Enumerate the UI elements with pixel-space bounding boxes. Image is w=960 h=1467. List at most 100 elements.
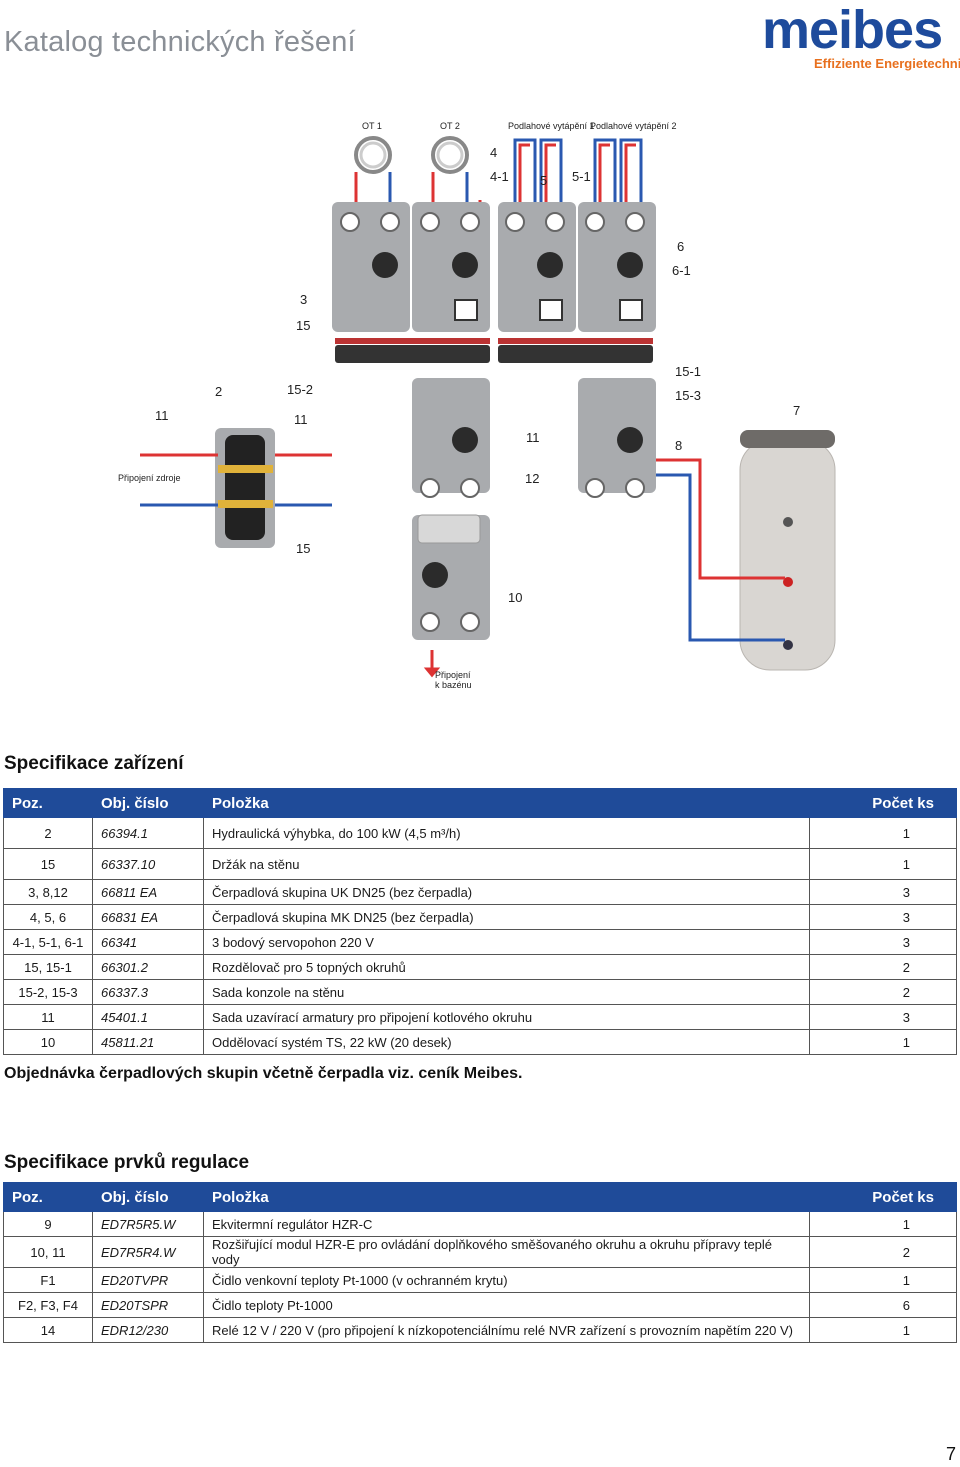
regulation-table: Poz. Obj. číslo Položka Počet ks 9 ED7R5… [3,1182,957,1343]
supply-return-pipes [354,172,482,205]
cell-count: 1 [809,817,957,849]
cell-pos: 10, 11 [3,1236,93,1268]
label-5-1: 5-1 [572,169,591,184]
label-12: 12 [525,471,539,486]
cell-item: Čidlo venkovní teploty Pt-1000 (v ochran… [203,1267,810,1293]
label-15-2: 15-2 [287,382,313,397]
tank-pipes [656,458,785,642]
column-header-item: Položka [203,788,810,818]
cell-count: 2 [809,1236,957,1268]
cell-pos: 15, 15-1 [3,954,93,980]
cell-item: 3 bodový servopohon 220 V [203,929,810,955]
water-storage-tank [739,430,836,671]
label-source-connection: Připojení zdroje [118,473,181,483]
cell-item: Hydraulická výhybka, do 100 kW (4,5 m³/h… [203,817,810,849]
cell-pos: 11 [3,1004,93,1030]
page-number: 7 [945,1444,956,1464]
cell-obj: 66337.3 [92,979,204,1005]
cell-pos: 4, 5, 6 [3,904,93,930]
table-row: F2, F3, F4 ED20TSPR Čidlo teploty Pt-100… [3,1292,957,1318]
cell-obj: 66341 [92,929,204,955]
cell-count: 1 [809,1029,957,1055]
column-header-pos: Poz. [3,1182,93,1212]
regulation-table-header: Poz. Obj. číslo Položka Počet ks [3,1182,957,1212]
table-row: 10 45811.21 Oddělovací systém TS, 22 kW … [3,1029,957,1055]
cell-count: 2 [809,954,957,980]
label-ot2: OT 2 [440,121,460,131]
table-row: 15-2, 15-3 66337.3 Sada konzole na stěnu… [3,979,957,1005]
label-15-3: 15-3 [675,388,701,403]
cell-count: 2 [809,979,957,1005]
cell-pos: 15-2, 15-3 [3,979,93,1005]
column-header-obj: Obj. číslo [92,788,204,818]
cell-obj: 66831 EA [92,904,204,930]
column-header-count: Počet ks [809,1182,957,1212]
cell-count: 6 [809,1292,957,1318]
label-11-mid: 11 [294,412,308,427]
label-11-right: 11 [526,430,540,445]
distribution-manifolds [335,338,653,363]
thermometer-gauges [340,212,645,632]
plate-heat-exchanger [417,514,481,544]
cell-pos: 2 [3,817,93,849]
equipment-table: Poz. Obj. číslo Položka Počet ks 2 66394… [3,788,957,1055]
table-row: 9 ED7R5R5.W Ekvitermní regulátor HZR-C 1 [3,1211,957,1237]
cell-pos: 14 [3,1317,93,1343]
column-header-count: Počet ks [809,788,957,818]
label-floor-heating-2: Podlahové vytápění 2 [590,121,677,131]
table-row: 2 66394.1 Hydraulická výhybka, do 100 kW… [3,817,957,849]
table-row: 15 66337.10 Držák na stěnu 1 [3,848,957,880]
table-row: 4-1, 5-1, 6-1 66341 3 bodový servopohon … [3,929,957,955]
cell-obj: 66394.1 [92,817,204,849]
label-15-top: 15 [296,318,310,333]
cell-item: Relé 12 V / 220 V (pro připojení k nízko… [203,1317,810,1343]
table-row: 14 EDR12/230 Relé 12 V / 220 V (pro přip… [3,1317,957,1343]
label-15-bottom: 15 [296,541,310,556]
cell-obj: ED20TSPR [92,1292,204,1318]
cell-item: Držák na stěnu [203,848,810,880]
cell-count: 1 [809,1317,957,1343]
cell-count: 1 [809,1211,957,1237]
pump-icons [372,252,643,588]
cell-item: Sada konzole na stěnu [203,979,810,1005]
table-row: 11 45401.1 Sada uzavírací armatury pro p… [3,1004,957,1030]
order-note: Objednávka čerpadlových skupin včetně če… [4,1065,523,1082]
column-header-item: Položka [203,1182,810,1212]
cell-obj: EDR12/230 [92,1317,204,1343]
cell-obj: 45811.21 [92,1029,204,1055]
cell-pos: 10 [3,1029,93,1055]
label-4-1: 4-1 [490,169,509,184]
meibes-logo: meibes Effiziente Energietechnik [762,0,960,74]
column-header-obj: Obj. číslo [92,1182,204,1212]
radiator-coil-icons [354,136,469,174]
floor-heating-loops [513,138,643,205]
label-2: 2 [215,384,222,399]
cell-item: Rozdělovač pro 5 topných okruhů [203,954,810,980]
table-row: 3, 8,12 66811 EA Čerpadlová skupina UK D… [3,879,957,905]
cell-pos: F1 [3,1267,93,1293]
label-15-1: 15-1 [675,364,701,379]
table-row: 4, 5, 6 66831 EA Čerpadlová skupina MK D… [3,904,957,930]
hydraulic-schematic-diagram: OT 1 OT 2 Podlahové vytápění 1 Podlahové… [118,121,836,690]
hydraulic-separator [218,435,273,540]
cell-pos: 15 [3,848,93,880]
cell-item: Rozšiřující modul HZR-E pro ovládání dop… [203,1236,810,1268]
cell-count: 3 [809,1004,957,1030]
cell-pos: 3, 8,12 [3,879,93,905]
label-11-left: 11 [155,408,169,423]
label-floor-heating-1: Podlahové vytápění 1 [508,121,595,131]
label-10: 10 [508,590,522,605]
label-pool-connection-2: k bazénu [435,680,472,690]
logo-wordmark: meibes [762,0,943,60]
label-4: 4 [490,145,497,160]
cell-pos: F2, F3, F4 [3,1292,93,1318]
cell-obj: 66337.10 [92,848,204,880]
cell-item: Sada uzavírací armatury pro připojení ko… [203,1004,810,1030]
logo-tagline: Effiziente Energietechnik [814,56,960,71]
table-row: F1 ED20TVPR Čidlo venkovní teploty Pt-10… [3,1267,957,1293]
cell-pos: 4-1, 5-1, 6-1 [3,929,93,955]
cell-obj: 66301.2 [92,954,204,980]
label-5: 5 [540,173,547,188]
cell-obj: 45401.1 [92,1004,204,1030]
cell-item: Čerpadlová skupina MK DN25 (bez čerpadla… [203,904,810,930]
